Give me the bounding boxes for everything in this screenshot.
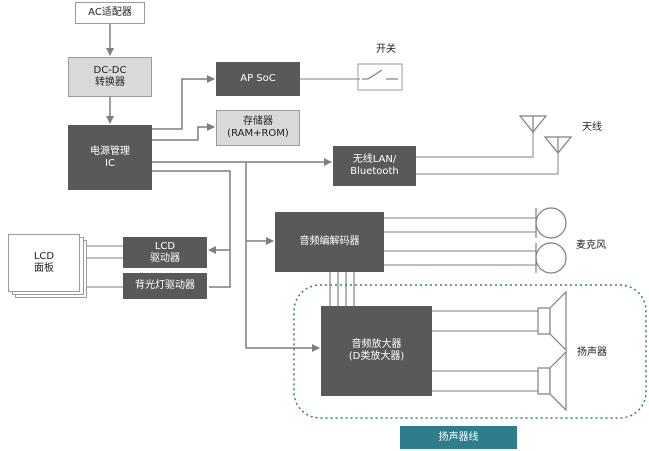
speaker-1-icon — [537, 290, 567, 352]
speaker-line-label: 扬声器线 — [438, 431, 479, 443]
lcd-panel-line1: LCD — [33, 251, 55, 262]
amplifier-block: 音频放大器 (D类放大器) — [321, 306, 432, 396]
microphone-2-icon — [535, 242, 567, 274]
pmic-block: 电源管理 IC — [68, 125, 152, 190]
arrow-pmic-to-audio-codec — [245, 162, 274, 245]
microphone-1-icon — [535, 207, 567, 239]
antenna-label: 天线 — [582, 122, 602, 133]
pmic-line1: 电源管理 — [90, 145, 130, 157]
pmic-line2: IC — [105, 157, 115, 169]
amp-line2: (D类放大器) — [348, 351, 405, 362]
ac-adapter-label: AC适配器 — [88, 7, 132, 18]
ap-soc-label: AP SoC — [240, 73, 276, 84]
memory-line1: 存储器 — [243, 116, 273, 127]
speaker-label: 扬声器 — [577, 347, 607, 358]
wireless-to-antenna-2 — [416, 151, 559, 175]
arrow-pmic-to-backlight — [209, 250, 231, 288]
wireless-line2: Bluetooth — [350, 166, 399, 177]
lcd-panel: LCD 面板 — [8, 234, 80, 292]
wireless-line1: 无线LAN/ — [352, 154, 397, 165]
lcd-driver-block: LCD 驱动器 — [123, 237, 207, 268]
lcd-driver-line2: 驱动器 — [150, 252, 180, 264]
switch-symbol-box — [357, 63, 403, 91]
dcdc-line1: DC-DC — [93, 65, 127, 76]
arrow-pmic-to-lcd-driver — [152, 170, 231, 254]
amp-line1: 音频放大器 — [351, 339, 402, 350]
speaker-line-footer: 扬声器线 — [400, 426, 517, 449]
audio-codec-label: 音频编解码器 — [299, 236, 360, 247]
arrow-pmic-to-memory — [152, 123, 215, 141]
lcd-driver-line1: LCD — [154, 240, 176, 252]
backlight-driver-block: 背光灯驱动器 — [123, 273, 207, 299]
arrow-pmic-to-soc — [152, 75, 215, 130]
microphone-label: 麦克风 — [576, 240, 606, 251]
switch-label: 开关 — [376, 44, 396, 55]
dcdc-line2: 转换器 — [95, 77, 125, 88]
backlight-driver-label: 背光灯驱动器 — [135, 280, 195, 291]
wireless-to-antenna-1 — [416, 130, 534, 158]
ap-soc-block: AP SoC — [216, 62, 300, 96]
dcdc-converter-block: DC-DC 转换器 — [68, 57, 152, 97]
ac-adapter-block: AC适配器 — [75, 2, 145, 24]
lcd-panel-line2: 面板 — [34, 263, 54, 274]
memory-line2: (RAM+ROM) — [227, 128, 289, 139]
speaker-2-icon — [537, 350, 567, 412]
wireless-block: 无线LAN/ Bluetooth — [333, 146, 416, 186]
memory-block: 存储器 (RAM+ROM) — [216, 110, 300, 146]
audio-codec-block: 音频编解码器 — [275, 212, 384, 272]
switch-lever — [367, 69, 383, 80]
speaker-group-outline — [293, 284, 647, 419]
